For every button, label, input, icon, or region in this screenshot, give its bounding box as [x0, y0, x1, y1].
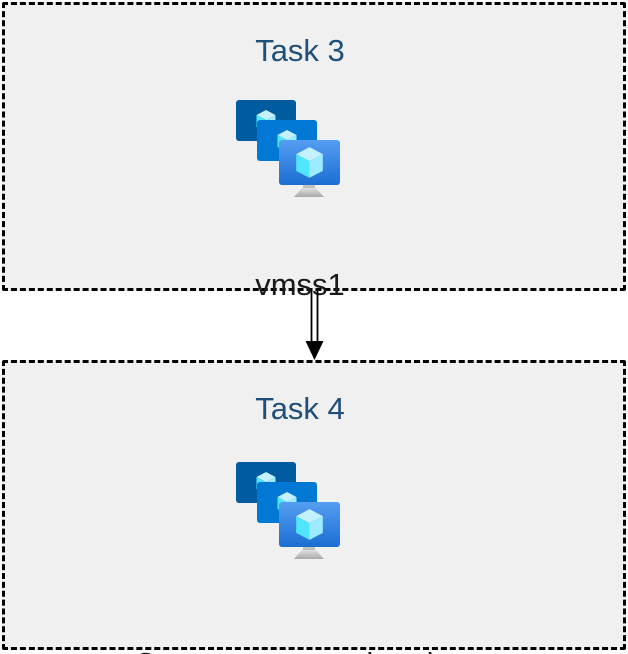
vm-scale-sets-icon: [236, 462, 340, 561]
vm-scale-sets-icon-svg: [236, 462, 340, 559]
vm-scale-sets-icon-svg: [236, 100, 340, 197]
task-4-label: Custom auto scale rules: [5, 574, 595, 654]
task-box-4: Task 4: [2, 360, 626, 654]
task-box-3: Task 3: [2, 2, 626, 410]
custom-rules-label: Custom auto scale rules: [5, 646, 595, 654]
vmss-name: vmss1: [255, 267, 345, 302]
task-3-title: Task 3: [255, 33, 345, 68]
vm-scale-sets-icon: [236, 100, 340, 199]
task-4-title: Task 4: [255, 391, 345, 426]
down-arrow: [305, 291, 324, 360]
